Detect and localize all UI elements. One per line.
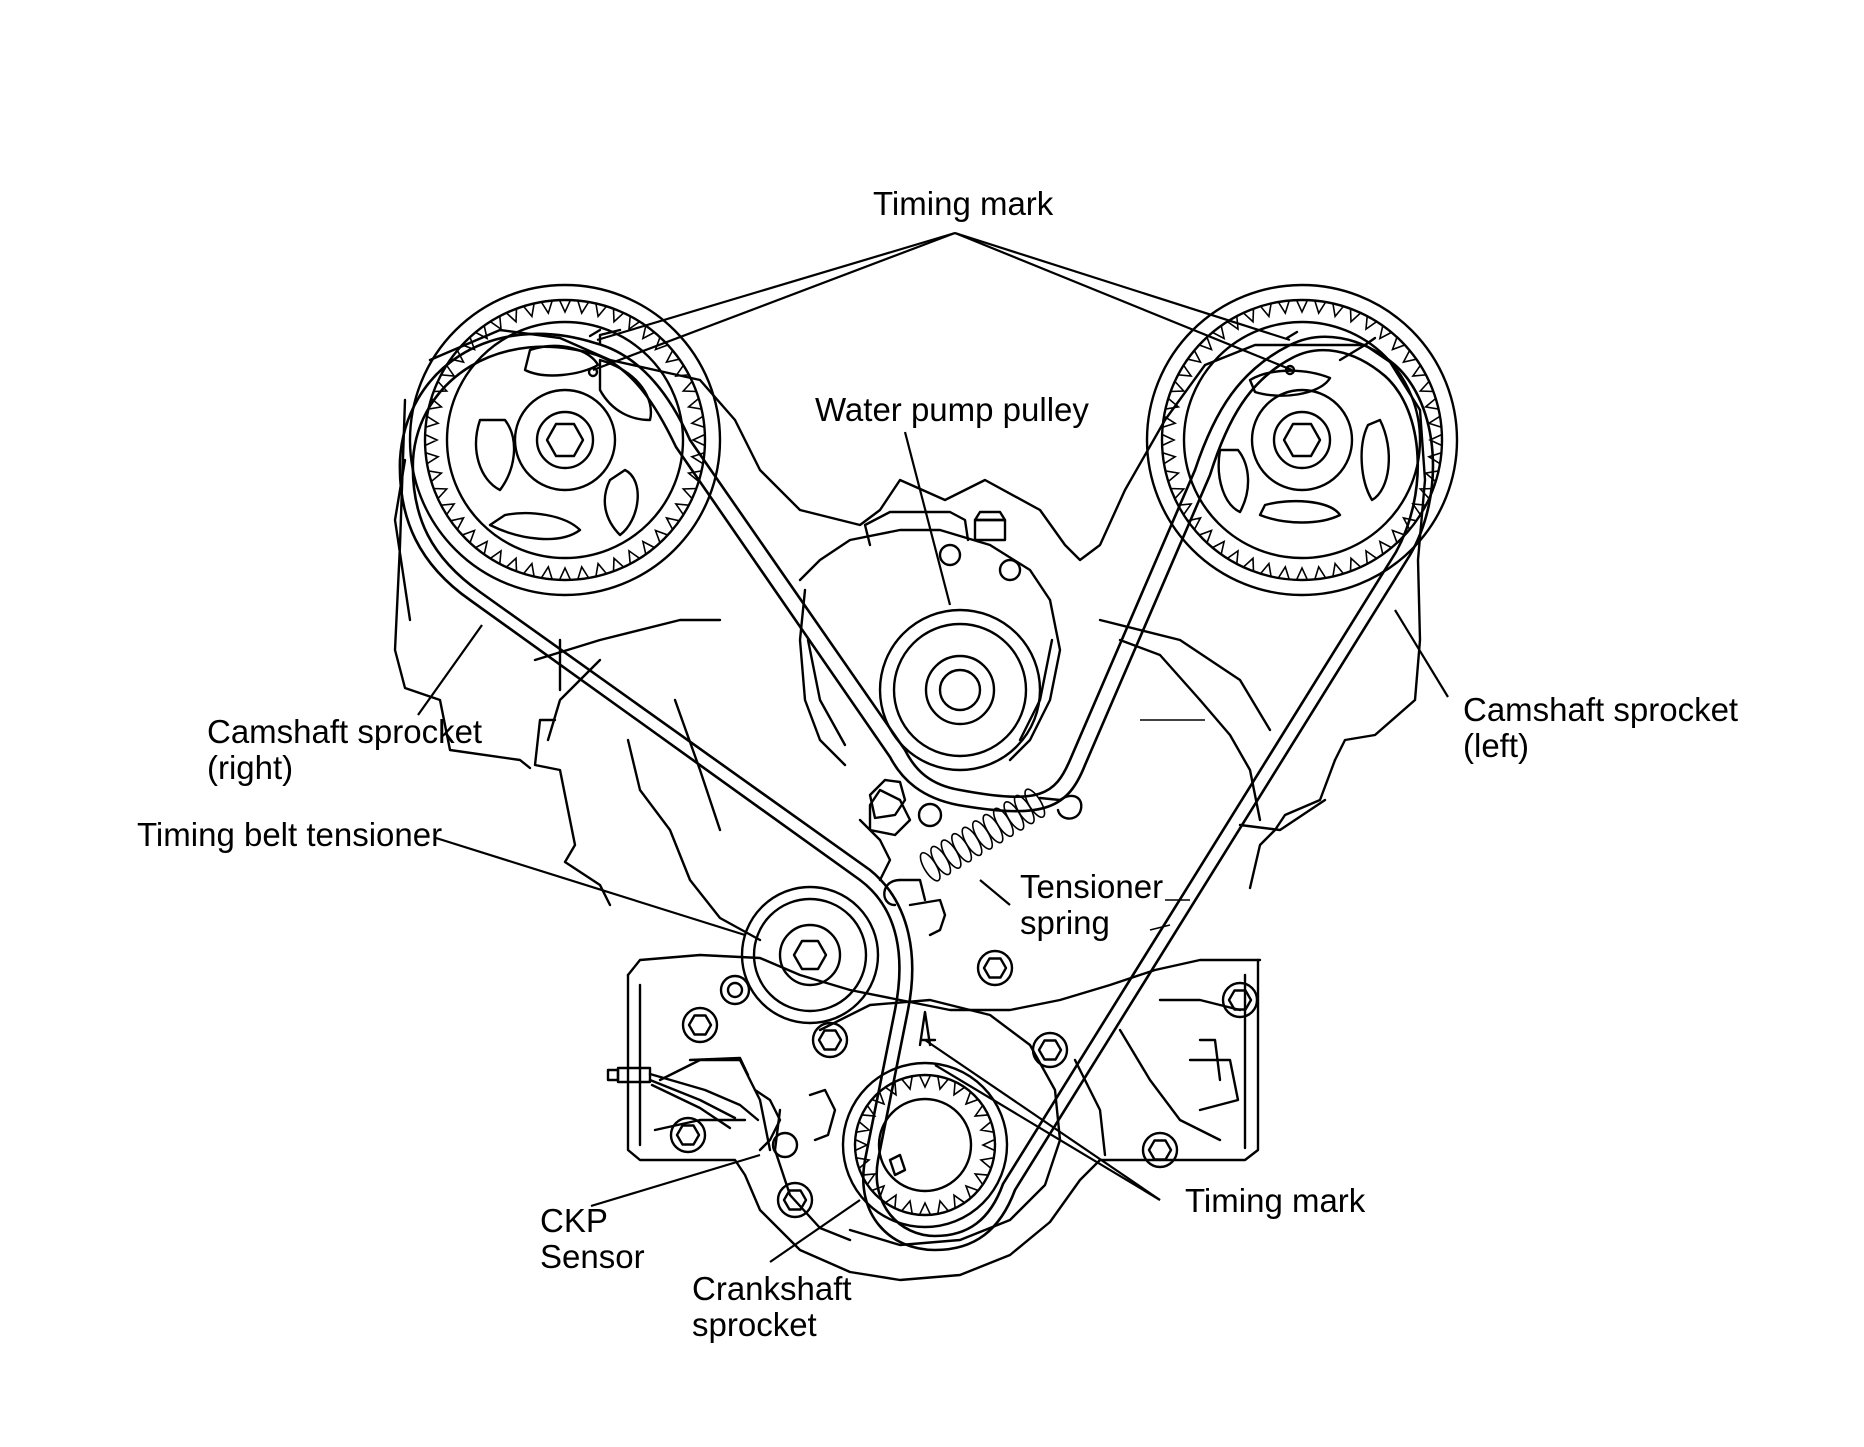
cover-bolts: [669, 949, 1259, 1219]
spring-coil: [961, 826, 983, 857]
label-camshaft-left-line1: Camshaft sprocket: [1463, 691, 1739, 728]
crankshaft-sprocket: [841, 1061, 1009, 1229]
bolt: [669, 1116, 707, 1154]
label-crankshaft-sprocket: Crankshaft sprocket: [692, 1271, 852, 1343]
bolt-head: [782, 1189, 808, 1211]
leader-lines: [417, 231, 1449, 1263]
label-tensioner-spring: Tensioner spring: [1020, 869, 1163, 941]
spring-coil: [1024, 788, 1046, 819]
label-tensioner-spring-line1: Tensioner: [1020, 868, 1164, 905]
label-ckp-line2: Sensor: [540, 1238, 645, 1275]
label-camshaft-right-line2: (right): [207, 749, 294, 786]
label-timing-belt-tensioner: Timing belt tensioner: [137, 816, 443, 853]
label-camshaft-left-line2: (left): [1463, 727, 1529, 764]
bolt: [1031, 1031, 1069, 1069]
camshaft-sprocket-right: [393, 283, 722, 622]
bolt: [1221, 981, 1259, 1019]
label-camshaft-sprocket-right: Camshaft sprocket (right): [207, 714, 482, 786]
label-ckp-sensor: CKP Sensor: [540, 1203, 645, 1275]
bolt-head: [1227, 989, 1253, 1011]
label-tensioner-spring-line2: spring: [1020, 904, 1110, 941]
bolt: [811, 1021, 849, 1059]
tensioner-spring: [883, 788, 1083, 937]
spring-coil: [930, 845, 952, 876]
timing-mark-indicators: [587, 328, 1299, 1047]
bolt-head: [675, 1124, 701, 1146]
water-pump-pulley: [878, 510, 1042, 772]
ckp-sensor: [606, 1056, 837, 1159]
timing-belt-tensioner: [719, 788, 927, 1025]
label-crankshaft-line1: Crankshaft: [692, 1270, 852, 1307]
bolt: [681, 1006, 719, 1044]
bolt: [1141, 1131, 1179, 1169]
engine-block-outline: [393, 328, 1427, 1282]
sprocket-teeth: [424, 299, 706, 581]
bolt-head: [687, 1014, 713, 1036]
spring-coil: [940, 839, 962, 869]
timing-belt: [398, 332, 1435, 1252]
spring-coil: [919, 851, 941, 882]
spring-coil: [1003, 801, 1025, 831]
spring-coil: [951, 832, 973, 863]
bolt-head: [982, 957, 1008, 979]
spring-coil: [982, 813, 1004, 844]
label-timing-mark-bottom: Timing mark: [1185, 1182, 1366, 1219]
label-crankshaft-line2: sprocket: [692, 1306, 817, 1343]
bolt: [776, 1181, 814, 1219]
bolt-head: [817, 1029, 843, 1051]
label-camshaft-right-line1: Camshaft sprocket: [207, 713, 483, 750]
camshaft-sprocket-left: [1145, 283, 1459, 597]
label-timing-mark-top: Timing mark: [873, 185, 1054, 222]
label-camshaft-sprocket-left: Camshaft sprocket (left): [1463, 692, 1738, 764]
sprocket-teeth: [1161, 299, 1443, 581]
bolt: [976, 949, 1014, 987]
bolt-head: [1037, 1039, 1063, 1061]
label-water-pump-pulley: Water pump pulley: [815, 391, 1089, 428]
spring-coil: [971, 820, 994, 850]
bolt-head: [1147, 1139, 1173, 1161]
label-ckp-line1: CKP: [540, 1202, 608, 1239]
